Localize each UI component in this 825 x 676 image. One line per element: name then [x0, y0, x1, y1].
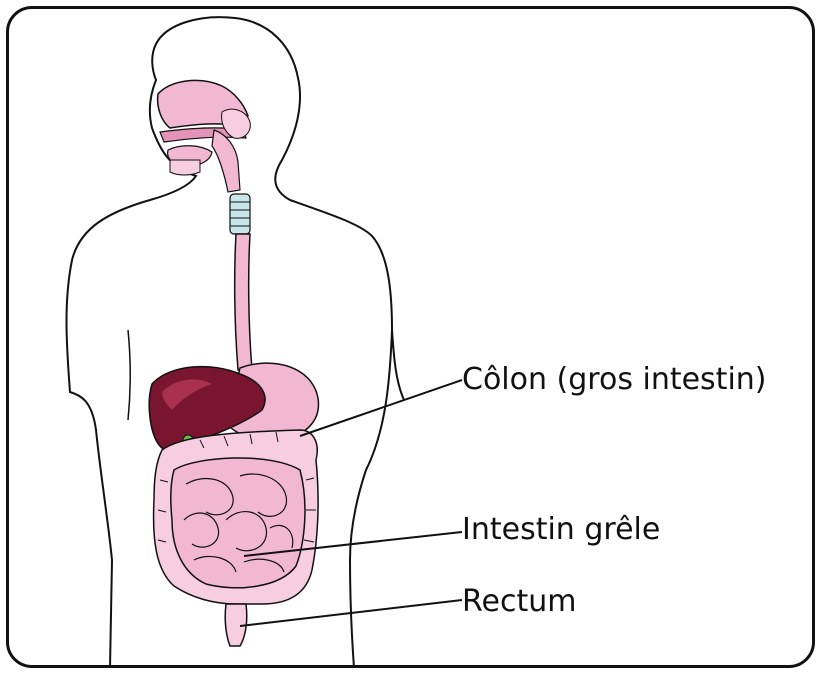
trachea: [230, 194, 250, 234]
label-colon: Côlon (gros intestin): [462, 362, 767, 398]
small-intestine: [171, 458, 305, 588]
teeth-lower: [170, 160, 200, 175]
label-rectum: Rectum: [462, 584, 576, 620]
pharynx: [212, 130, 240, 192]
esophagus: [235, 234, 252, 370]
arm-inner-left: [128, 330, 130, 420]
label-small-intestine: Intestin grêle: [462, 512, 660, 548]
